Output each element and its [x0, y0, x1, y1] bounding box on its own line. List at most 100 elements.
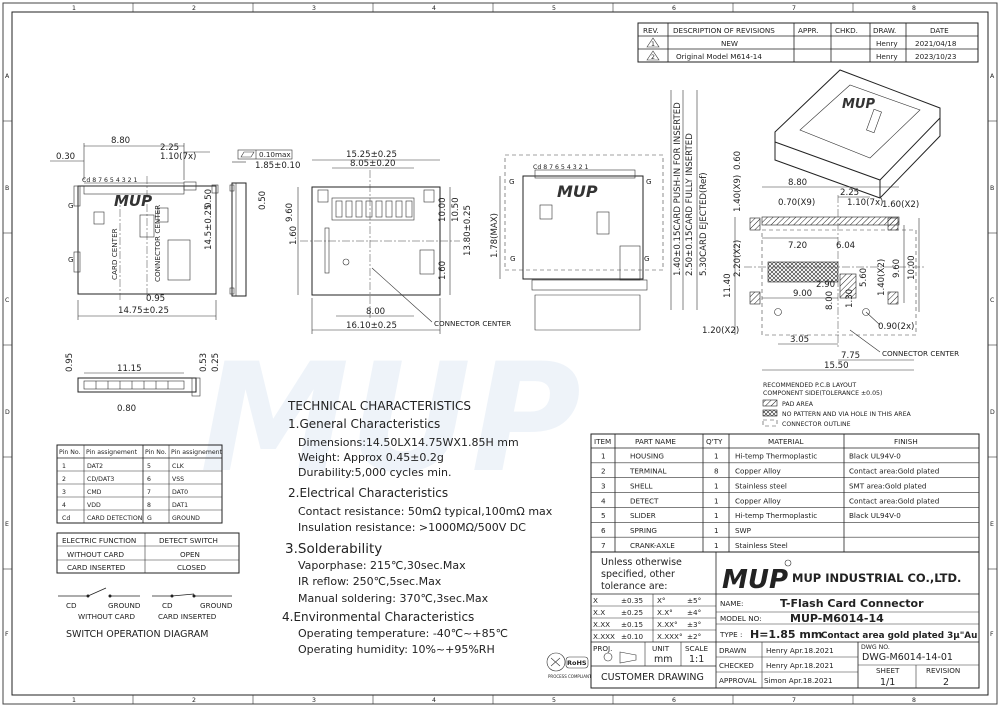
tolerance-cell: ±0.10	[621, 632, 643, 641]
bom-cell: 1	[601, 452, 606, 461]
tech-heading-2: 2.Electrical Characteristics	[288, 486, 448, 500]
pcb-layout: 8.80 2.25 1.40(X9) 0.60 0.70(X9) 1.10(7x…	[702, 151, 959, 371]
dim-8-80: 8.80	[111, 136, 130, 146]
rev-header-appr: APPR.	[798, 26, 819, 35]
col-5-bottom: 5	[552, 697, 556, 704]
row-a-left: A	[5, 73, 10, 80]
bom-cell: Copper Alloy	[735, 467, 782, 476]
name-value: T-Flash Card Connector	[780, 597, 924, 610]
revision-value: 2	[943, 677, 949, 688]
row-b-left: B	[5, 185, 9, 192]
pcb-dim-15-50: 15.50	[824, 361, 849, 371]
switch-header-function: ELECTRIC FUNCTION	[62, 536, 136, 545]
pin-table-cell: VDD	[87, 502, 101, 509]
pin-table-cell: DAT1	[172, 502, 188, 509]
small-dim-0-53: 0.53	[199, 353, 209, 372]
bom-cell: CRANK-AXLE	[630, 541, 675, 550]
drawn-value: Henry Apr.18.2021	[766, 646, 834, 655]
col-3-top: 3	[312, 5, 316, 12]
rev-2-desc: Original Model M614-14	[676, 52, 762, 61]
pin-table-cell: CMD	[87, 489, 102, 496]
dim-13-80: 13.80±0.25	[463, 205, 473, 256]
bom-cell: 1	[714, 496, 719, 505]
switch-row-1-function: WITHOUT CARD	[67, 550, 125, 559]
dim-0-95: 0.95	[146, 294, 165, 304]
col-2-top: 2	[192, 5, 196, 12]
small-dim-11-15: 11.15	[117, 364, 142, 374]
insertion-g-4: G	[644, 254, 650, 263]
dwg-label: DWG NO.	[861, 644, 890, 651]
col-4-top: 4	[432, 5, 436, 12]
dim-card-fully-inserted: 2.50±0.15CARD FULLY INSERTED	[685, 133, 695, 276]
revision-label: REVISION	[926, 666, 960, 675]
col-3-bottom: 3	[312, 697, 316, 704]
bom-cell: Contact area:Gold plated	[849, 467, 939, 476]
row-e-right: E	[990, 521, 994, 528]
row-d-left: D	[5, 409, 10, 416]
tolerance-cell: X.X°	[657, 608, 673, 617]
pcb-dim-1-60-x2: 1.60(X2)	[882, 200, 919, 210]
bom-cell: 1	[714, 526, 719, 535]
rev-2-date: 2023/10/23	[915, 52, 956, 61]
rev-1-number: 1	[651, 41, 655, 48]
pin-table-cell: CARD DETECTION	[87, 515, 143, 522]
unit-label: UNIT	[652, 644, 670, 653]
tolerance-cell: ±0.15	[621, 620, 643, 629]
tolerance-note-2: specified, other	[601, 569, 675, 580]
pin-header-no-2: Pin No.	[145, 449, 167, 456]
tech-1-line-2: Weight: Approx 0.45±0.2g	[298, 451, 444, 464]
tolerance-note-3: tolerance are:	[601, 581, 667, 592]
row-markers: A B C D E F A B C D E F	[3, 73, 997, 638]
dim-16-10: 16.10±0.25	[346, 321, 397, 331]
pcb-dim-10-00: 10.00	[907, 255, 917, 280]
dim-side-0-50: 0.50	[258, 191, 268, 210]
col-7-bottom: 7	[792, 697, 796, 704]
rev-header-desc: DESCRIPTION OF REVISIONS	[673, 26, 775, 35]
row-c-left: C	[5, 297, 9, 304]
insertion-pin-numbers: Cd 8 7 6 5 4 3 2 1	[533, 164, 589, 171]
bom-cell: DETECT	[630, 496, 659, 505]
bom-header-item: ITEM	[594, 437, 611, 446]
proj-label: PROJ.	[593, 644, 612, 653]
pin-header-no-1: Pin No.	[59, 449, 81, 456]
tolerance-cell: ±3°	[687, 620, 701, 629]
bottom-connector-center-label: CONNECTOR CENTER	[434, 319, 511, 328]
bom-cell: Black UL94V-0	[849, 511, 901, 520]
pcb-dim-1-10-7x: 1.10(7x)	[847, 198, 883, 208]
registered-mark-icon	[784, 559, 792, 567]
pin-table-cell: VSS	[172, 476, 184, 483]
tech-3-line-1: Vaporphase: 215℃,30sec.Max	[298, 559, 466, 572]
tech-3-line-3: Manual soldering: 370℃,3sec.Max	[298, 592, 489, 605]
pin-table-cell: 1	[62, 463, 66, 470]
bom-header-material: MATERIAL	[768, 437, 804, 446]
dim-1-10-7x: 1.10(7x)	[160, 152, 196, 162]
title-block: Unless otherwise specified, other tolera…	[590, 551, 980, 689]
company-name: MUP INDUSTRIAL CO.,LTD.	[792, 571, 961, 585]
pcb-dim-6-04: 6.04	[836, 241, 855, 251]
tech-2-line-1: Contact resistance: 50mΩ typical,100mΩ m…	[298, 505, 553, 518]
bom-cell: TERMINAL	[629, 467, 667, 476]
pcb-dim-0-60: 0.60	[733, 151, 743, 170]
flatness-value: 0.10max	[259, 150, 291, 159]
rev-header-chkd: CHKD.	[835, 26, 858, 35]
pin-table-cell: DAT2	[87, 463, 103, 470]
side-view: 0.10max 1.85±0.10 0.50	[229, 149, 300, 297]
pcb-dim-9-00: 9.00	[793, 289, 812, 299]
rohs-badge: RoHS PROCESS COMPLIANT	[546, 652, 592, 679]
dim-14-5: 14.5±0.25	[204, 205, 214, 250]
pcb-legend-title: RECOMMENDED P.C.B LAYOUT	[763, 382, 856, 389]
switch-table: ELECTRIC FUNCTION DETECT SWITCH WITHOUT …	[56, 532, 240, 574]
pcb-legend: RECOMMENDED P.C.B LAYOUT COMPONENT SIDE(…	[762, 382, 912, 428]
pcb-dim-3-05: 3.05	[790, 335, 809, 345]
col-1-top: 1	[72, 5, 76, 12]
insertion-g-2: G	[646, 177, 652, 186]
dim-10-50: 10.50	[451, 197, 461, 222]
pin-table-cell: GROUND	[172, 515, 200, 522]
row-e-left: E	[5, 521, 9, 528]
dim-card-push-in: 1.40±0.15CARD PUSH-IN FOR INSERTED	[673, 102, 683, 276]
dim-card-ejected: 5.30CARD EJECTED(Ref)	[699, 172, 709, 276]
dim-bottom-1-60-left: 1.60	[289, 226, 299, 245]
small-dim-0-25: 0.25	[211, 353, 221, 372]
row-f-right: F	[990, 631, 994, 638]
